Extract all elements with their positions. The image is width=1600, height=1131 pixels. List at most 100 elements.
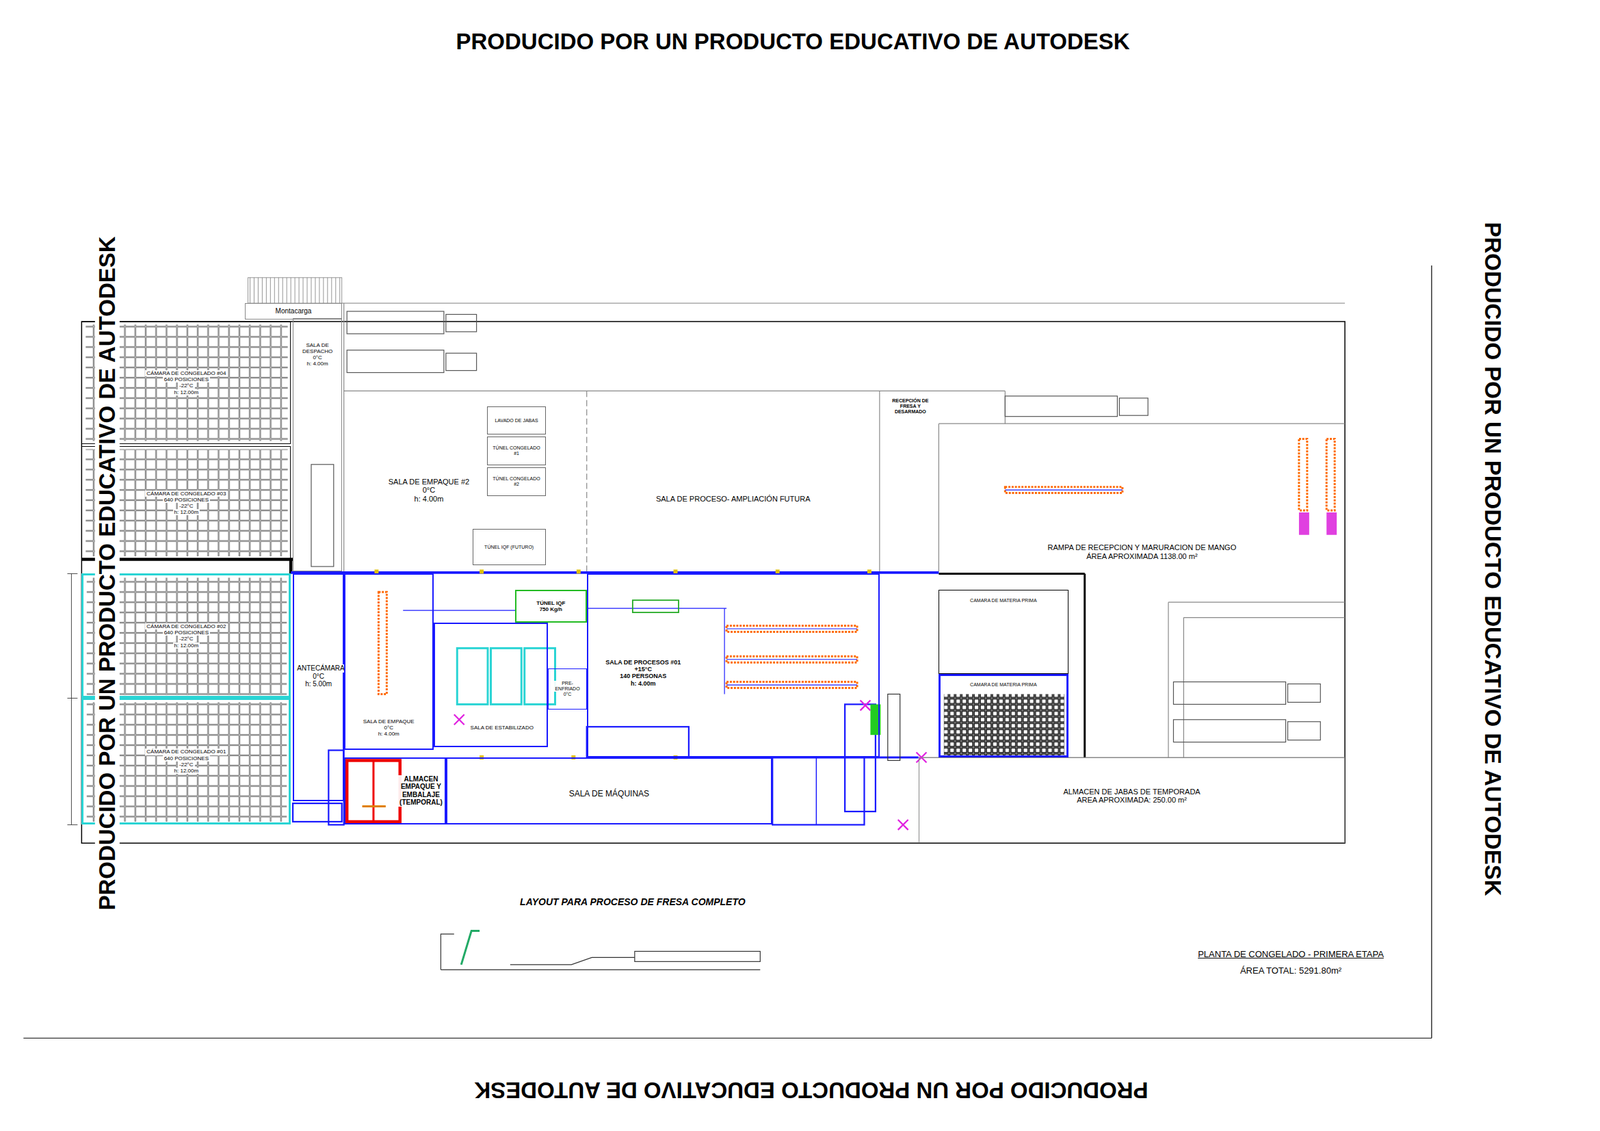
room-text: -22°C: [177, 635, 195, 642]
room-box: SALA DE EMPAQUE0°Ch: 4.00m: [344, 573, 434, 750]
room-text: -22°C: [177, 382, 195, 389]
room-text: h: 12.00m: [173, 642, 201, 649]
room-text: 140 PERSONAS: [618, 672, 668, 680]
room-text: TÚNEL IQF (FUTURO): [482, 544, 535, 550]
room-label: ALMACEN DE JABAS DE TEMPORADAAREA APROXI…: [1061, 787, 1202, 805]
room-label: PRE-ENFRIADO0°C: [550, 680, 585, 698]
room-label: SALA DE PROCESO- AMPLIACIÓN FUTURA: [654, 494, 812, 504]
room-label: TÚNEL IQF750 Kg/h: [534, 599, 567, 613]
room-label: CAMARA DE MATERIA PRIMA: [968, 682, 1039, 688]
room-text: SALA DE PROCESOS #01: [604, 658, 683, 666]
room-label: CÁMARA DE CONGELADO #02640 POSICIONES-22…: [145, 623, 228, 649]
room-text: h: 12.00m: [173, 389, 201, 396]
room-box: SALA DE DESPACHO0°Ch: 4.00m: [292, 318, 343, 572]
room-label: CÁMARA DE CONGELADO #04640 POSICIONES-22…: [145, 370, 228, 396]
room-box: SALA DE PROCESO- AMPLIACIÓN FUTURA: [586, 390, 880, 572]
room-text: SALA DE ESTABILIZADO: [469, 724, 535, 731]
room-label: SALA DE MÁQUINAS: [567, 789, 651, 799]
room-box: LAVADO DE JABAS: [487, 406, 547, 436]
room-text: RAMPA DE RECEPCION Y MARURACION DE MANGO: [1046, 543, 1239, 553]
room-text: 640 POSICIONES: [162, 376, 211, 383]
room-text: -22°C: [177, 761, 195, 768]
room-text: SALA DE EMPAQUE: [361, 718, 416, 725]
room-text: Montacarga: [274, 307, 314, 316]
room-label: RECEPCIÓN DE FRESA Y DESARMADO: [882, 398, 939, 415]
room-text: -22°C: [177, 502, 195, 509]
room-text: +15°C: [633, 665, 654, 673]
room-text: TÚNEL IQF: [534, 599, 567, 607]
room-box: SALA DE MÁQUINAS: [446, 757, 773, 825]
room-box: TÚNEL IQF750 Kg/h: [515, 589, 587, 623]
room-text: LAVADO DE JABAS: [493, 417, 540, 424]
drawing-note: PLANTA DE CONGELADO - PRIMERA ETAPA: [1195, 949, 1386, 960]
drawing-note: ÁREA TOTAL: 5291.80m²: [1238, 965, 1344, 975]
room-text: h: 4.00m: [376, 730, 401, 737]
room-box: ALMACEN DE JABAS DE TEMPORADAAREA APROXI…: [918, 757, 1346, 843]
room-text: h: 5.00m: [303, 679, 334, 689]
room-text: CÁMARA DE CONGELADO #01: [145, 748, 228, 755]
room-label: ALMACEN EMPAQUE Y EMBALAJE (TEMPORAL): [398, 775, 444, 807]
room-text: SALA DE PROCESO- AMPLIACIÓN FUTURA: [654, 494, 812, 504]
room-text: 0°C: [421, 485, 437, 495]
room-label: ANTECÁMARA0°Ch: 5.00m: [295, 664, 342, 689]
room-text: 640 POSICIONES: [162, 496, 211, 503]
room-box: TÚNEL CONGELADO #1: [487, 436, 547, 466]
room-label: SALA DE EMPAQUE #20°Ch: 4.00m: [387, 477, 471, 504]
room-label: LAVADO DE JABAS: [493, 417, 540, 424]
room-label: SALA DE EMPAQUE0°Ch: 4.00m: [361, 718, 416, 738]
room-text: SALA DE MÁQUINAS: [567, 789, 651, 799]
room-label: TÚNEL CONGELADO #1: [489, 445, 544, 457]
room-text: 750 Kg/h: [538, 606, 564, 613]
room-box: TÚNEL CONGELADO #2: [487, 467, 547, 496]
room-text: SALA DE DESPACHO: [295, 342, 340, 355]
room-text: CAMARA DE MATERIA PRIMA: [968, 682, 1039, 688]
room-text: h: 4.00m: [413, 494, 446, 504]
room-label: CAMARA DE MATERIA PRIMA: [968, 597, 1039, 604]
room-text: 0°C: [382, 724, 395, 731]
room-label: SALA DE PROCESOS #01+15°C140 PERSONASh: …: [604, 658, 683, 687]
room-text: 640 POSICIONES: [162, 629, 211, 636]
room-label: SALA DE DESPACHO0°Ch: 4.00m: [295, 342, 340, 368]
drawing-note: LAYOUT PARA PROCESO DE FRESA COMPLETO: [517, 896, 748, 908]
room-text: CÁMARA DE CONGELADO #04: [145, 370, 228, 377]
room-text: ALMACEN EMPAQUE Y EMBALAJE (TEMPORAL): [398, 775, 444, 807]
room-text: AREA APROXIMADA: 250.00 m²: [1075, 795, 1189, 805]
room-box: ANTECÁMARA0°Ch: 5.00m: [292, 573, 345, 802]
room-label: CÁMARA DE CONGELADO #03640 POSICIONES-22…: [145, 490, 228, 516]
room-box: ALMACEN EMPAQUE Y EMBALAJE (TEMPORAL): [344, 757, 447, 825]
room-text: h: 12.00m: [173, 767, 201, 774]
room-label: TÚNEL IQF (FUTURO): [482, 544, 535, 550]
room-box: CAMARA DE MATERIA PRIMA: [938, 673, 1068, 758]
room-text: CÁMARA DE CONGELADO #02: [145, 623, 228, 630]
room-label: Montacarga: [274, 307, 314, 316]
room-text: 640 POSICIONES: [162, 755, 211, 762]
room-box: RECEPCIÓN DE FRESA Y DESARMADO: [879, 390, 942, 422]
room-label: CÁMARA DE CONGELADO #01640 POSICIONES-22…: [145, 748, 228, 774]
room-text: ÁREA APROXIMADA 1138.00 m²: [1084, 552, 1199, 561]
watermark: PRODUCIDO POR UN PRODUCTO EDUCATIVO DE A…: [1480, 220, 1505, 899]
room-box: CAMARA DE MATERIA PRIMA: [938, 589, 1068, 674]
room-text: TÚNEL CONGELADO #1: [489, 445, 544, 457]
room-text: TÚNEL CONGELADO #2: [489, 476, 544, 488]
room-text: CAMARA DE MATERIA PRIMA: [968, 597, 1039, 604]
room-box: SALA DE EMPAQUE #20°Ch: 4.00m LAVADO DE J…: [344, 390, 587, 572]
room-box: TÚNEL IQF (FUTURO): [472, 528, 546, 566]
room-text: h: 4.00m: [629, 679, 658, 687]
room-label: SALA DE ESTABILIZADO: [469, 724, 535, 731]
room-text: 0°C: [311, 672, 326, 681]
room-label: TÚNEL CONGELADO #2: [489, 476, 544, 488]
room-text: 0°C: [311, 354, 323, 361]
room-text: ANTECÁMARA: [295, 664, 346, 673]
room-text: SALA DE EMPAQUE #2: [387, 477, 471, 487]
room-text: h: 4.00m: [305, 360, 330, 367]
room-label: RAMPA DE RECEPCION Y MARURACION DE MANGO…: [1046, 543, 1239, 561]
room-box: RAMPA DE RECEPCION Y MARURACION DE MANGO…: [938, 423, 1345, 602]
room-box: SALA DE ESTABILIZADO: [433, 622, 548, 747]
watermark: PRODUCIDO POR UN PRODUCTO EDUCATIVO DE A…: [453, 29, 1132, 55]
room-text: PRE-ENFRIADO: [550, 680, 585, 692]
watermark: PRODUCIDO POR UN PRODUCTO EDUCATIVO DE A…: [471, 1077, 1150, 1103]
room-text: ALMACEN DE JABAS DE TEMPORADA: [1061, 787, 1202, 797]
room-text: h: 12.00m: [173, 508, 201, 516]
room-text: RECEPCIÓN DE FRESA Y DESARMADO: [882, 398, 939, 415]
